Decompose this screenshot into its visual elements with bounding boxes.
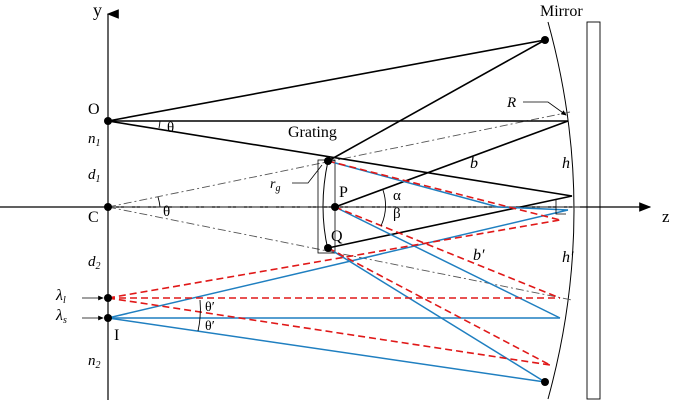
label-b-prime: b′ xyxy=(473,247,485,264)
centerlines xyxy=(107,111,580,301)
label-O: O xyxy=(88,101,100,118)
point-grating-top xyxy=(324,157,332,165)
point-lambda-l xyxy=(104,294,112,302)
theta-prime-arc-2 xyxy=(197,317,201,332)
label-z-axis: z xyxy=(662,207,670,226)
point-I xyxy=(104,314,112,322)
label-theta-top: θ xyxy=(167,120,174,136)
label-theta-mid: θ xyxy=(163,204,170,220)
label-n1: n1 xyxy=(88,131,101,149)
grating-surface xyxy=(322,160,329,251)
point-P xyxy=(331,203,339,211)
label-Q: Q xyxy=(331,228,343,245)
label-rg: rg xyxy=(270,177,280,194)
label-lambda-l: λl xyxy=(55,287,66,306)
mirror-surface xyxy=(547,21,575,400)
r-callout xyxy=(523,101,567,116)
label-I: I xyxy=(114,327,119,344)
label-grating: Grating xyxy=(288,124,337,141)
label-C: C xyxy=(88,209,99,226)
blue-rays xyxy=(107,160,569,383)
label-y-axis: y xyxy=(93,0,102,20)
point-mirror-bottom xyxy=(541,378,549,386)
label-R: R xyxy=(506,95,516,111)
rg-callout xyxy=(292,164,323,184)
point-Q xyxy=(324,244,332,252)
label-h-prime: h′ xyxy=(562,249,574,266)
label-b: b xyxy=(470,155,478,172)
label-P: P xyxy=(339,184,348,201)
label-d1: d1 xyxy=(88,167,101,185)
point-O xyxy=(104,117,112,125)
label-lambda-s: λs xyxy=(55,307,67,326)
red-dashed-rays xyxy=(107,160,561,366)
label-n2: n2 xyxy=(88,353,101,371)
mirror-frame xyxy=(586,21,601,400)
black-rays xyxy=(107,39,573,249)
label-beta: β xyxy=(393,206,401,222)
label-h: h xyxy=(562,155,570,172)
label-alpha: α xyxy=(393,188,401,204)
point-C xyxy=(104,203,112,211)
label-d2: d2 xyxy=(88,254,101,272)
points xyxy=(104,36,549,386)
right-angle-mark xyxy=(555,200,566,215)
theta-top-arc xyxy=(158,120,161,129)
label-mirror: Mirror xyxy=(540,3,583,20)
label-theta-prime-1: θ′ xyxy=(205,300,215,315)
theta-mid-arc xyxy=(157,196,161,208)
point-mirror-top xyxy=(541,36,549,44)
label-theta-prime-2: θ′ xyxy=(205,319,215,334)
alpha-beta-arc xyxy=(380,189,386,227)
